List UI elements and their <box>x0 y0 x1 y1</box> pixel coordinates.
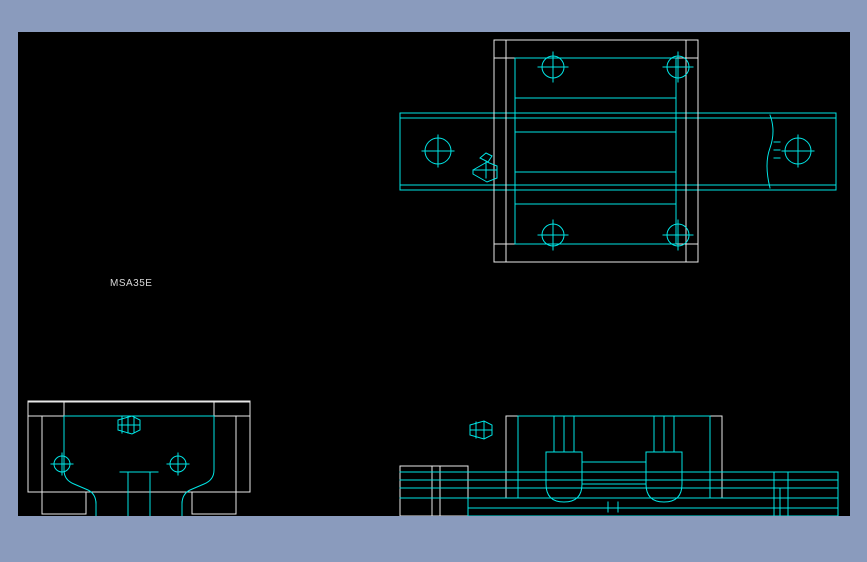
rail-hole-left <box>421 134 455 168</box>
block-bolt-hole-tl <box>537 51 569 83</box>
top-view-group <box>399 39 837 263</box>
rail-top-view <box>399 112 837 191</box>
block-bolt-hole-tr <box>662 51 694 83</box>
grease-nipple-side <box>469 420 493 440</box>
front-block-outline <box>27 400 251 515</box>
front-view-group <box>27 400 251 516</box>
block-outline-top <box>493 39 699 263</box>
front-block-inner <box>63 415 215 516</box>
block-bolt-hole-br <box>662 219 694 251</box>
side-break-line <box>773 471 789 516</box>
rail-hole-right <box>781 134 815 168</box>
side-block-outline <box>505 415 723 499</box>
cad-drawing <box>27 39 839 516</box>
block-bolt-hole-bl <box>537 219 569 251</box>
front-hole-right <box>166 452 190 476</box>
side-block-inner <box>517 415 711 503</box>
front-hole-left <box>50 452 74 476</box>
grease-nipple-top <box>472 152 498 183</box>
side-view-group <box>399 415 839 516</box>
part-label: MSA35E <box>110 278 153 289</box>
grease-nipple-front <box>117 415 141 435</box>
side-center-marks <box>607 501 619 513</box>
side-rail <box>399 471 839 516</box>
block-inner-top <box>514 57 677 245</box>
cad-canvas: MSA35E <box>18 32 850 516</box>
side-endcap <box>399 465 469 516</box>
rail-break-line <box>766 114 781 189</box>
